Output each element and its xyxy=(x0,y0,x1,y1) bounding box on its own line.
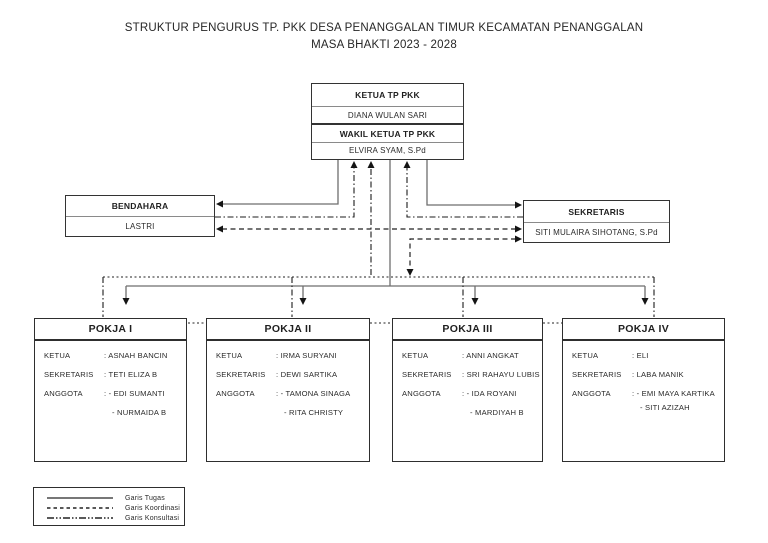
legend-row-konsultasi: Garis Konsultasi xyxy=(34,513,184,523)
sekretaris-name: SITI MULAIRA SIHOTANG, S.Pd xyxy=(524,222,669,241)
pokja-2-row-sekretaris: SEKRETARIS : DEWI SARTIKA xyxy=(207,369,369,381)
pokja-4-title: POKJA IV xyxy=(563,319,724,341)
pokja-2-title: POKJA II xyxy=(207,319,369,341)
pokja-1-title: POKJA I xyxy=(35,319,186,341)
legend-label-tugas: Garis Tugas xyxy=(125,494,165,502)
pokja-3-row-anggota2: - MARDIYAH B xyxy=(393,407,542,419)
pokja-2-row-anggota: ANGGOTA : - TAMONA SINAGA xyxy=(207,388,369,400)
title-line-1: STRUKTUR PENGURUS TP. PKK DESA PENANGGAL… xyxy=(124,22,644,34)
anggota-row-label: ANGGOTA xyxy=(44,389,83,398)
anggota-row-label: ANGGOTA xyxy=(216,389,255,398)
pokja-1-sekretaris-value: : TETI ELIZA B xyxy=(104,370,158,379)
pokja-1-row-anggota2: - NURMAIDA B xyxy=(35,407,186,419)
pokja-3-anggota2-value: - MARDIYAH B xyxy=(470,408,524,417)
sekretaris-row-label: SEKRETARIS xyxy=(216,370,266,379)
pokja-2-row-ketua: KETUA : IRMA SURYANI xyxy=(207,350,369,362)
bendahara-label: BENDAHARA xyxy=(111,201,169,211)
title-line-2: MASA BHAKTI 2023 - 2028 xyxy=(311,39,457,51)
dashed-line-sample xyxy=(47,507,113,509)
pokja-2-row-anggota2: - RITA CHRISTY xyxy=(207,407,369,419)
pokja-3-row-anggota: ANGGOTA : - IDA ROYANI xyxy=(393,388,542,400)
solid-line-sample xyxy=(47,497,113,499)
pokja-4-anggota1-value: : - EMI MAYA KARTIKA xyxy=(632,389,715,398)
ketua-name: DIANA WULAN SARI xyxy=(312,106,463,123)
pokja-3-row-sekretaris: SEKRETARIS : SRI RAHAYU LUBIS xyxy=(393,369,542,381)
ketua-box: KETUA TP PKK DIANA WULAN SARI WAKIL KETU… xyxy=(311,83,464,160)
pokja-4-row-anggota2: - SITI AZIZAH xyxy=(563,402,724,414)
pokja-3-title: POKJA III xyxy=(393,319,542,341)
legend-box: Garis Tugas Garis Koordinasi Garis Konsu… xyxy=(33,487,185,526)
anggota-row-label: ANGGOTA xyxy=(402,389,441,398)
ketua-row-label: KETUA xyxy=(402,351,429,360)
ketua-row-label: KETUA xyxy=(216,351,243,360)
legend-label-koordinasi: Garis Koordinasi xyxy=(125,504,180,512)
dashdot-line-sample xyxy=(47,517,113,519)
wakil-ketua-label: WAKIL KETUA TP PKK xyxy=(312,123,463,142)
ketua-row-label: KETUA xyxy=(44,351,71,360)
pokja-1-ketua-value: : ASNAH BANCIN xyxy=(104,351,168,360)
pokja-4-row-sekretaris: SEKRETARIS : LABA MANIK xyxy=(563,369,724,381)
pokja-1-anggota1-value: : - EDI SUMANTI xyxy=(104,389,165,398)
legend-row-tugas: Garis Tugas xyxy=(34,493,184,503)
wakil-ketua-name: ELVIRA SYAM, S.Pd xyxy=(312,142,463,158)
pokja-4-row-anggota: ANGGOTA : - EMI MAYA KARTIKA xyxy=(563,388,724,400)
legend-label-konsultasi: Garis Konsultasi xyxy=(125,514,180,522)
bendahara-box: BENDAHARA LASTRI xyxy=(65,195,215,237)
ketua-row-label: KETUA xyxy=(572,351,599,360)
sekretaris-row-label: SEKRETARIS xyxy=(572,370,622,379)
pokja-2-anggota2-value: - RITA CHRISTY xyxy=(284,408,344,417)
bendahara-name: LASTRI xyxy=(66,216,214,235)
pokja-3-ketua-value: : ANNI ANGKAT xyxy=(462,351,519,360)
pokja-1-anggota2-value: - NURMAIDA B xyxy=(112,408,167,417)
pokja-3-row-ketua: KETUA : ANNI ANGKAT xyxy=(393,350,542,362)
page-title: STRUKTUR PENGURUS TP. PKK DESA PENANGGAL… xyxy=(0,20,768,54)
pokja-4-anggota2-value: - SITI AZIZAH xyxy=(640,403,690,412)
sekretaris-row-label: SEKRETARIS xyxy=(44,370,94,379)
pokja-2-box: POKJA II KETUA : IRMA SURYANI SEKRETARIS… xyxy=(206,318,370,462)
pokja-1-row-sekretaris: SEKRETARIS : TETI ELIZA B xyxy=(35,369,186,381)
pokja-1-row-ketua: KETUA : ASNAH BANCIN xyxy=(35,350,186,362)
pokja-1-row-anggota: ANGGOTA : - EDI SUMANTI xyxy=(35,388,186,400)
sekretaris-box: SEKRETARIS SITI MULAIRA SIHOTANG, S.Pd xyxy=(523,200,670,243)
pokja-2-ketua-value: : IRMA SURYANI xyxy=(276,351,337,360)
sekretaris-row-label: SEKRETARIS xyxy=(402,370,452,379)
pokja-3-sekretaris-value: : SRI RAHAYU LUBIS xyxy=(462,370,540,379)
pokja-4-sekretaris-value: : LABA MANIK xyxy=(632,370,684,379)
anggota-row-label: ANGGOTA xyxy=(572,389,611,398)
ketua-label: KETUA TP PKK xyxy=(355,90,420,100)
pokja-2-sekretaris-value: : DEWI SARTIKA xyxy=(276,370,338,379)
pokja-3-anggota1-value: : - IDA ROYANI xyxy=(462,389,517,398)
pokja-4-ketua-value: : ELI xyxy=(632,351,649,360)
pokja-4-box: POKJA IV KETUA : ELI SEKRETARIS : LABA M… xyxy=(562,318,725,462)
pokja-1-box: POKJA I KETUA : ASNAH BANCIN SEKRETARIS … xyxy=(34,318,187,462)
pokja-2-anggota1-value: : - TAMONA SINAGA xyxy=(276,389,351,398)
pokja-3-box: POKJA III KETUA : ANNI ANGKAT SEKRETARIS… xyxy=(392,318,543,462)
legend-row-koordinasi: Garis Koordinasi xyxy=(34,503,184,513)
sekretaris-label: SEKRETARIS xyxy=(568,206,625,217)
pokja-4-row-ketua: KETUA : ELI xyxy=(563,350,724,362)
